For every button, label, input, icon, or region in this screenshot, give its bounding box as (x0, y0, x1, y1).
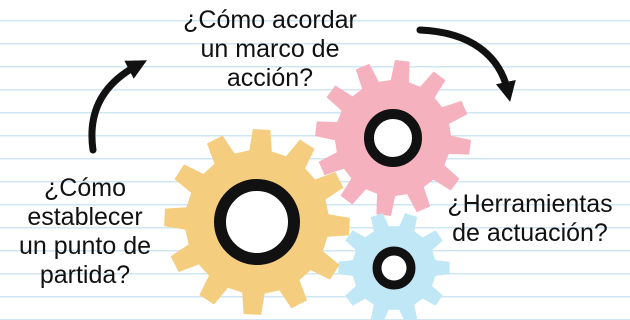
gear-pink-hole (364, 109, 422, 167)
question-starting-point: ¿Cómo establecer un punto de partida? (18, 174, 152, 289)
gear-blue-hole (372, 246, 416, 290)
question-tools: ¿Herramientas de actuación? (447, 190, 613, 247)
gear-hole-rings (214, 109, 422, 290)
curved-arrow-icon-left (88, 60, 147, 154)
gear-yellow-hole (214, 179, 300, 265)
question-frame-of-action: ¿Cómo acordar un marco de acción? (183, 6, 357, 92)
curved-arrow-icon-top-right (416, 26, 516, 102)
